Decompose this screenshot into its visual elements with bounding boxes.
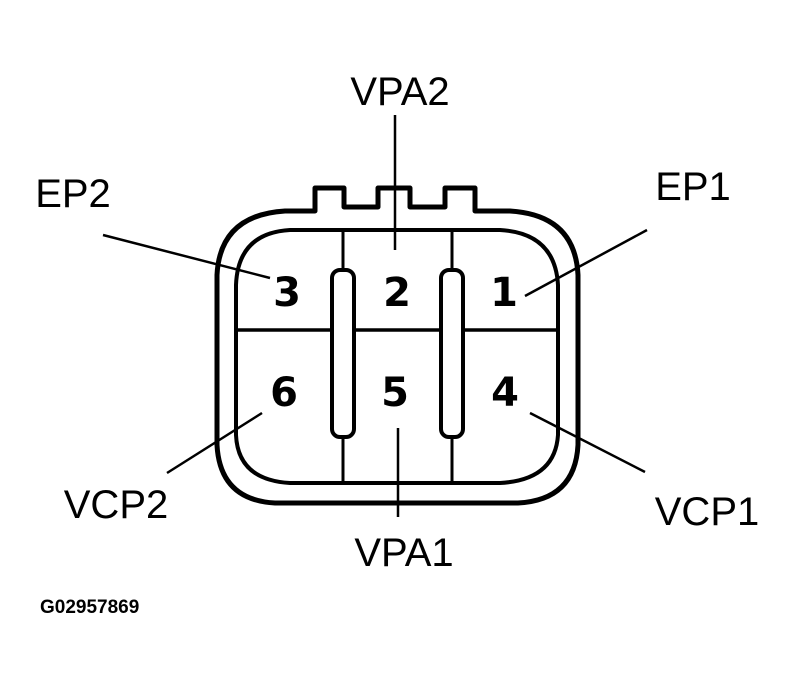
pin-number-6: 6 [270, 370, 298, 416]
label-vpa1: VPA1 [354, 531, 453, 575]
label-ep2: EP2 [35, 172, 111, 216]
pin-number-1: 1 [490, 270, 518, 316]
label-ep1: EP1 [655, 165, 731, 209]
figure-code: G02957869 [40, 597, 139, 618]
label-vpa2: VPA2 [350, 70, 449, 114]
leader-line-vcp1 [529, 411, 646, 474]
label-vcp1: VCP1 [655, 490, 760, 534]
pin-number-2: 2 [383, 270, 411, 316]
pin-number-4: 4 [491, 370, 519, 416]
rib-left [330, 268, 356, 439]
leader-line-ep1 [524, 228, 648, 298]
pin-number-5: 5 [381, 370, 409, 416]
label-vcp2: VCP2 [64, 483, 169, 527]
pin-number-3: 3 [273, 270, 301, 316]
connector-cavity-outline [234, 228, 560, 485]
leader-line-vcp2 [166, 411, 263, 475]
rib-right [439, 268, 465, 439]
connector-housing-outline [214, 185, 581, 506]
leader-line-ep2 [102, 233, 271, 280]
